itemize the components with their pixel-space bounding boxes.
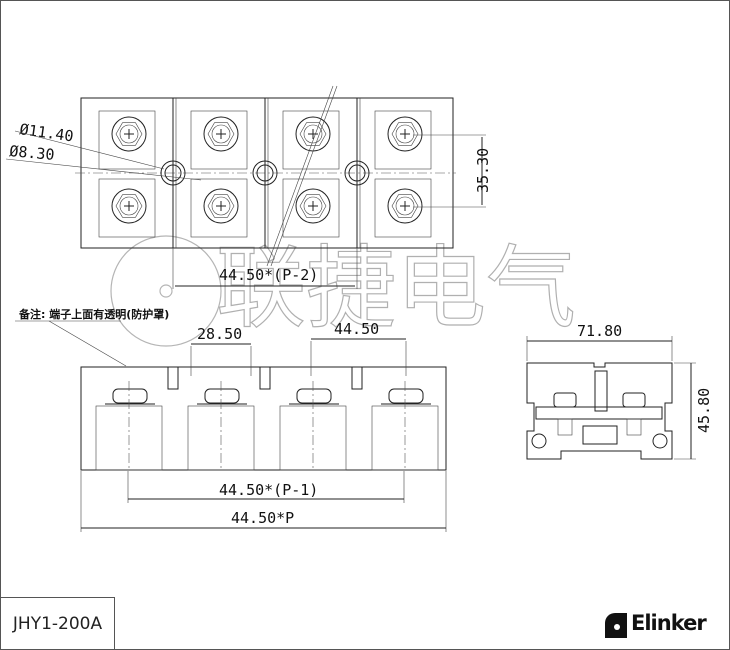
screw-cross-icon [400,201,410,211]
mount-hole-outer [160,160,186,186]
screw-washer [295,188,331,224]
screw-cross-icon [216,129,226,139]
screw-hex [391,194,419,218]
side-height-dim: 45.80 [695,388,713,433]
leader-outer [14,130,165,170]
divider-wall [167,366,179,390]
watermark-logo-circle [110,235,222,347]
watermark-text: 联捷电气 [216,236,576,341]
screw-cross-icon [308,201,318,211]
terminal-pocket [282,178,340,238]
screw-cross-icon [216,201,226,211]
screw-head [303,124,323,144]
screw-head [211,196,231,216]
front-view [80,366,447,471]
terminal-screw [112,388,148,404]
screw-hex [299,194,327,218]
screw-washer [387,116,423,152]
top-view [75,97,456,249]
screw-head [303,196,323,216]
mount-hole-inner [256,164,274,182]
top-height-dim: 35.30 [474,148,492,193]
model-label: JHY1-200A [1,597,115,649]
note-leader [48,320,127,367]
brand-logo-icon [605,613,627,638]
side-width-dim: 71.80 [577,322,622,340]
front-dim-p: 44.50*P [231,509,294,527]
note-text: 备注: 端子上面有透明(防护罩) [18,307,169,321]
dia-inner-label: Ø8.30 [9,142,56,164]
mount-hole-inner [164,164,182,182]
screw-hex [207,194,235,218]
screw-hex [115,122,143,146]
terminal-pocket [282,110,340,170]
terminal-screw [296,388,332,404]
front-dim-a: 28.50 [197,325,242,343]
leader-inner [5,158,202,181]
dia-outer-label: Ø11.40 [18,120,74,145]
terminal-screw [204,388,240,404]
screw-cross-icon [308,129,318,139]
screw-hex [207,122,235,146]
front-dim-b: 44.50 [334,320,379,338]
screw-head [119,196,139,216]
screw-cross-icon [124,201,134,211]
terminal-pocket [190,178,248,238]
front-outline [80,366,447,471]
screw-head [395,124,415,144]
top-pitch-dim: 44.50*(P-2) [219,266,318,284]
screw-washer [111,116,147,152]
screw-head [119,124,139,144]
front-dim-p1: 44.50*(P-1) [219,481,318,499]
mount-hole-inner [348,164,366,182]
terminal-pocket [98,110,156,170]
screw-washer [203,188,239,224]
screw-hex [115,194,143,218]
watermark-logo-dot [159,284,173,298]
terminal-pocket [98,178,156,238]
screw-washer [387,188,423,224]
terminal-pocket [190,110,248,170]
screw-head [211,124,231,144]
mount-hole-outer [252,160,278,186]
brand-name: Elinker [631,611,707,635]
side-view [526,362,673,460]
screw-washer [203,116,239,152]
screw-head [395,196,415,216]
terminal-pocket [374,178,432,238]
terminal-screw [388,388,424,404]
screw-washer [111,188,147,224]
screw-hex [391,122,419,146]
divider-wall [259,366,271,390]
terminal-pocket [374,110,432,170]
divider-wall [351,366,363,390]
screw-cross-icon [400,129,410,139]
mount-hole-outer [344,160,370,186]
screw-cross-icon [124,129,134,139]
